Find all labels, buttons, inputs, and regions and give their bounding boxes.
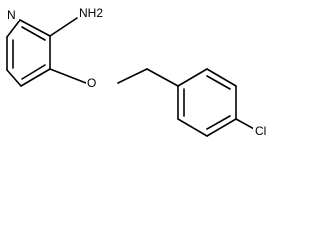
bond-b4-b5 [206, 118, 237, 137]
bond-c2-amine [49, 17, 78, 37]
bond-c3-oxygen [49, 68, 87, 84]
pyridine-ring [6, 19, 51, 87]
atom-labels: N NH2 O Cl [6, 5, 270, 138]
bond-ch2-ring [146, 68, 179, 87]
bond-n-c2-double [21, 26, 46, 41]
ether-oxygen-label: O [87, 76, 96, 90]
substituent-bonds [49, 17, 179, 87]
bond-n-c2 [19, 19, 51, 37]
bond-b2-b3-double [206, 75, 231, 90]
bond-oxygen-ch2 [117, 68, 148, 84]
n-ring-label-bg [6, 7, 19, 21]
bond-c3-c4 [20, 68, 51, 87]
molecule-structure: N NH2 O Cl [6, 5, 270, 138]
ring-nitrogen-label: N [7, 8, 16, 22]
bond-b4-chlorine [235, 118, 257, 131]
benzene-ring [177, 68, 257, 137]
bond-b2-b3 [206, 68, 237, 87]
bond-c4-c5 [6, 69, 22, 87]
amine-label-bg [78, 5, 102, 19]
bond-b5-b6 [177, 118, 208, 137]
amine-label: NH2 [79, 6, 103, 20]
bond-c3-c4-double [21, 64, 46, 80]
chlorine-label: Cl [255, 124, 266, 138]
oxygen-label-bg [86, 75, 100, 89]
chlorine-label-bg [253, 123, 270, 137]
bond-b4-b5-double [206, 115, 231, 130]
bond-b1-b2 [177, 68, 208, 87]
bond-c6-n [6, 19, 21, 38]
